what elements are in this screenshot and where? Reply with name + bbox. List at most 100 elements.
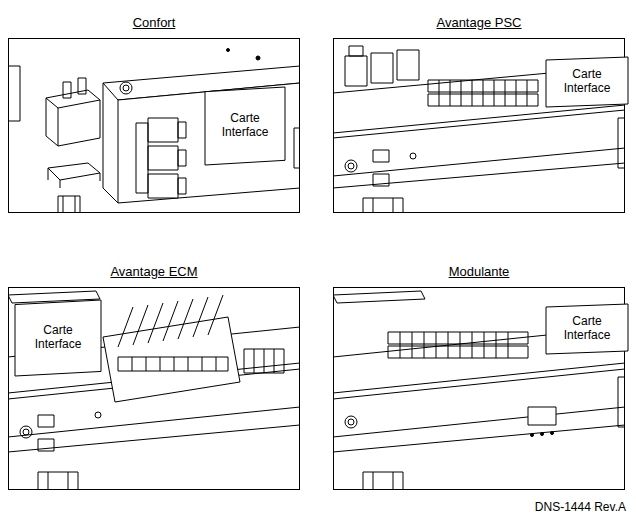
line-art [174,357,175,371]
panel-title: Avantage PSC [334,15,624,30]
line-art [132,357,133,371]
line-art [68,472,69,490]
line-art [146,357,147,371]
line-art [393,198,394,213]
line-art [244,349,284,373]
line-art [505,80,506,106]
line-art [178,122,186,138]
interface-card: Carte Interface [546,304,628,354]
line-art [148,303,163,343]
line-art [349,46,363,56]
card-shape [15,300,101,376]
line-art [348,419,354,425]
line-art [216,357,217,371]
line-art [472,80,473,106]
card-label: Carte Interface [546,68,628,96]
line-art [333,363,625,393]
card-label: Carte Interface [15,324,101,352]
line-art [496,332,497,358]
line-art [136,123,148,193]
panel-title: Avantage ECM [9,264,299,279]
line-art [345,160,357,172]
line-art [541,433,544,436]
interface-card: Carte Interface [205,87,285,165]
line-art [363,472,403,490]
line-art [333,105,625,133]
card-label: Carte Interface [205,112,285,140]
line-art [388,346,528,358]
line-art [483,80,484,106]
line-art [103,188,118,203]
line-art [400,332,401,358]
line-art [178,178,186,194]
line-art [397,50,419,80]
line-art [120,82,132,94]
line-art [508,332,509,358]
line-art [333,291,425,303]
terminal-strip [428,80,538,106]
line-art [58,108,59,146]
line-art [38,415,54,427]
line-art [460,332,461,358]
line-art [20,426,32,438]
line-art [448,332,449,358]
line-art [38,439,54,451]
line-art [373,150,389,162]
line-art [123,85,129,91]
card-label: Carte Interface [546,315,628,343]
line-art [333,163,625,188]
relays [345,46,419,86]
base-parts [48,163,100,213]
line-art [100,173,101,181]
line-art [63,196,64,213]
line-art [348,163,354,169]
line-art [345,416,357,428]
line-art [373,198,374,213]
line-art [618,118,625,168]
line-art [333,369,625,399]
line-art [148,118,178,142]
line-art [38,472,78,490]
line-art [202,357,203,371]
line-art [516,80,517,106]
line-art [333,110,625,138]
terminal-strip [244,349,284,373]
panel-frame: ConfortCarte Interface [8,38,300,213]
base-parts [363,118,625,213]
line-art [193,297,208,337]
panel-frame: Avantage PSCCarte Interface [333,38,625,213]
line-art [424,332,425,358]
control-box [103,49,300,204]
line-art [48,168,49,180]
line-art [333,425,625,452]
line-art [118,83,300,203]
line-art [58,196,80,213]
card-shape [546,57,628,107]
line-art [208,295,223,335]
line-art [8,66,20,121]
line-art [373,472,374,490]
line-art [371,53,393,83]
line-art [484,332,485,358]
line-art [8,425,300,452]
card-shape [205,87,285,165]
line-art [60,180,61,188]
line-art [48,472,49,490]
line-art [436,332,437,358]
line-art [178,299,193,339]
line-art [118,357,228,371]
line-art [23,429,29,435]
line-art [227,49,230,52]
line-art [103,317,240,402]
drawing-number: DNS-1444 Rev.A [535,500,626,514]
line-art [78,78,86,94]
interface-card: Carte Interface [15,300,101,376]
line-art [178,150,186,166]
line-art [148,146,178,170]
line-art [551,432,554,435]
line-art [133,305,148,345]
line-art [373,174,389,186]
line-art [46,90,100,146]
line-art [527,80,528,106]
line-art [95,412,101,418]
